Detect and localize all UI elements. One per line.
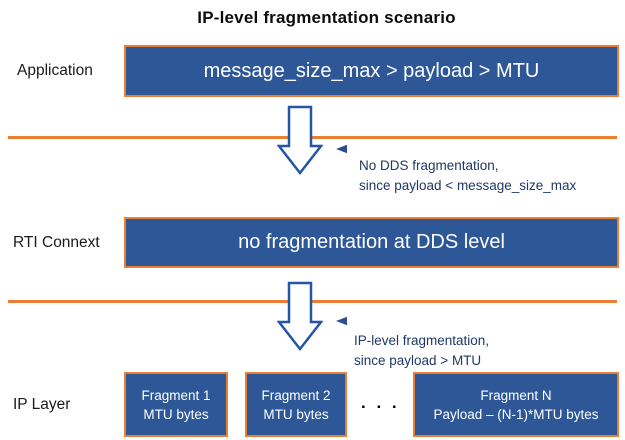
left-arrow-icon-1	[336, 144, 386, 154]
fragment-2-title: Fragment 2	[261, 387, 331, 403]
rti-connext-box-text: no fragmentation at DDS level	[238, 231, 505, 253]
annotation-line: No DDS fragmentation,	[359, 158, 499, 173]
application-box: message_size_max > payload > MTU	[124, 45, 619, 97]
label-application: Application	[17, 62, 93, 79]
fragment-n-box: Fragment N Payload – (N-1)*MTU bytes	[413, 372, 619, 437]
fragment-2-size: MTU bytes	[263, 406, 329, 422]
annotation-no-dds-fragmentation: No DDS fragmentation, since payload < me…	[359, 156, 576, 195]
label-ip-layer: IP Layer	[13, 396, 71, 413]
ellipsis-dots: . . .	[361, 393, 400, 412]
annotation-ip-level-fragmentation: IP-level fragmentation, since payload > …	[354, 331, 489, 370]
fragment-1-title: Fragment 1	[141, 387, 211, 403]
left-arrow-icon-2	[336, 316, 386, 326]
fragment-n-title: Fragment N	[480, 387, 552, 403]
rti-connext-box: no fragmentation at DDS level	[124, 217, 619, 268]
down-arrow-icon-1	[277, 105, 323, 175]
fragment-1-box: Fragment 1 MTU bytes	[124, 372, 228, 437]
diagram-title: IP-level fragmentation scenario	[197, 8, 456, 27]
application-box-text: message_size_max > payload > MTU	[203, 59, 540, 82]
down-arrow-icon-2	[277, 281, 323, 351]
annotation-line: since payload < message_size_max	[359, 177, 577, 193]
layer-divider-line-2	[8, 300, 617, 303]
annotation-line: since payload > MTU	[354, 352, 482, 368]
fragment-1-size: MTU bytes	[143, 406, 209, 422]
label-rti-connext: RTI Connext	[13, 234, 100, 251]
annotation-line: IP-level fragmentation,	[354, 333, 490, 348]
fragment-n-size: Payload – (N-1)*MTU bytes	[433, 406, 599, 422]
fragment-2-box: Fragment 2 MTU bytes	[245, 372, 347, 437]
layer-divider-line-1	[8, 136, 617, 139]
